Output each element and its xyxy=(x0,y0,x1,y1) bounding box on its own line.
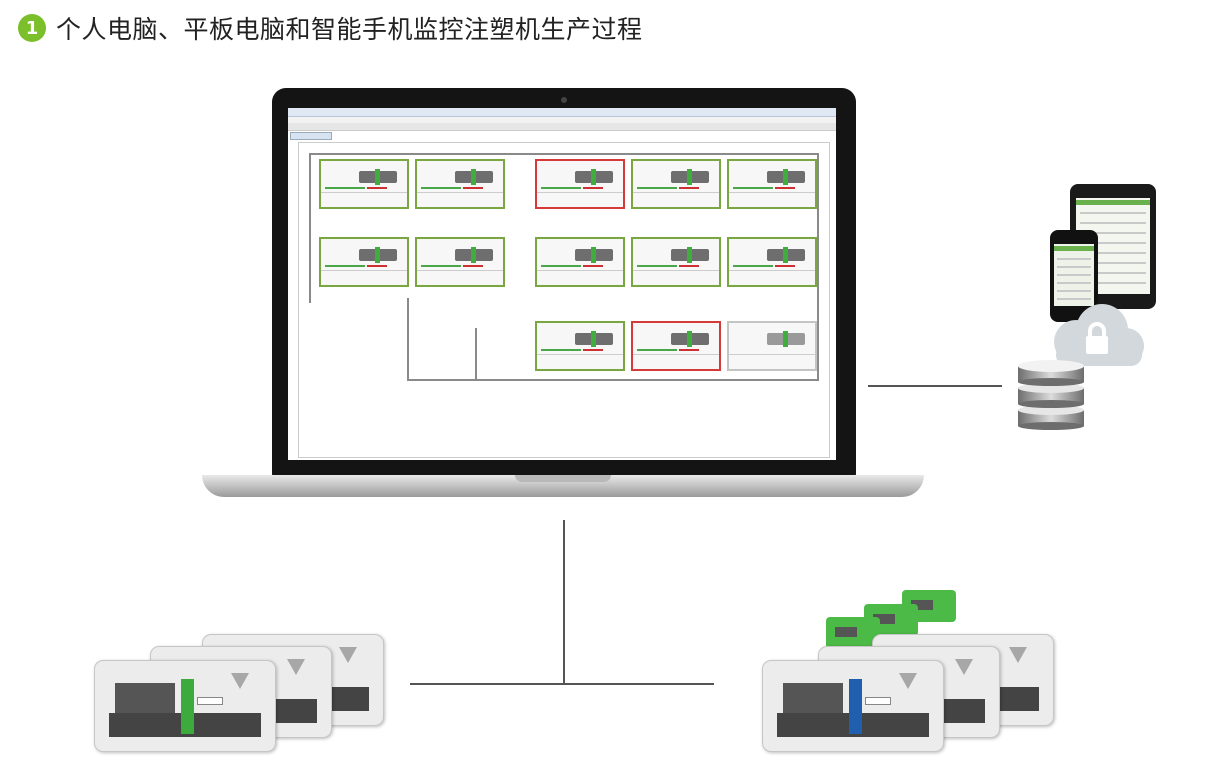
app-menubar xyxy=(288,117,836,123)
machine-tile[interactable] xyxy=(727,237,817,287)
network-wire xyxy=(407,298,409,381)
connector-machine-groups xyxy=(410,683,714,685)
network-wire xyxy=(309,153,311,303)
injection-machine xyxy=(94,660,276,752)
machine-tile-alarm[interactable] xyxy=(535,159,625,209)
machine-overview-canvas xyxy=(298,142,830,458)
network-wire xyxy=(309,153,819,155)
machine-tile[interactable] xyxy=(535,321,625,371)
machine-tile[interactable] xyxy=(319,237,409,287)
network-wire xyxy=(475,328,477,381)
connector-laptop-to-machines xyxy=(563,520,565,685)
machine-tile[interactable] xyxy=(631,159,721,209)
network-card xyxy=(826,617,880,649)
app-toolbar xyxy=(288,123,836,131)
laptop-notch xyxy=(515,475,611,482)
machine-tile[interactable] xyxy=(727,159,817,209)
machine-tile-disconnected[interactable] xyxy=(727,321,817,371)
machine-tile[interactable] xyxy=(415,159,505,209)
step-number-badge: 1 xyxy=(18,14,46,42)
network-wire xyxy=(407,379,819,381)
laptop-camera xyxy=(561,97,567,103)
smartphone-small-screen xyxy=(1054,244,1094,306)
machine-tile[interactable] xyxy=(319,159,409,209)
app-titlebar xyxy=(288,108,836,117)
machine-tile[interactable] xyxy=(415,237,505,287)
network-wire xyxy=(817,153,819,381)
section-heading: 1 个人电脑、平板电脑和智能手机监控注塑机生产过程 xyxy=(18,10,643,46)
laptop-base xyxy=(202,475,924,497)
machine-tile[interactable] xyxy=(535,237,625,287)
injection-machine xyxy=(762,660,944,752)
connector-laptop-to-database xyxy=(868,385,1002,387)
lock-icon xyxy=(1086,322,1108,354)
machine-tile-alarm[interactable] xyxy=(631,321,721,371)
app-tab xyxy=(290,132,332,140)
machine-tile[interactable] xyxy=(631,237,721,287)
laptop-screen xyxy=(288,108,836,460)
database-icon xyxy=(1018,360,1084,430)
page-title: 个人电脑、平板电脑和智能手机监控注塑机生产过程 xyxy=(56,15,643,44)
